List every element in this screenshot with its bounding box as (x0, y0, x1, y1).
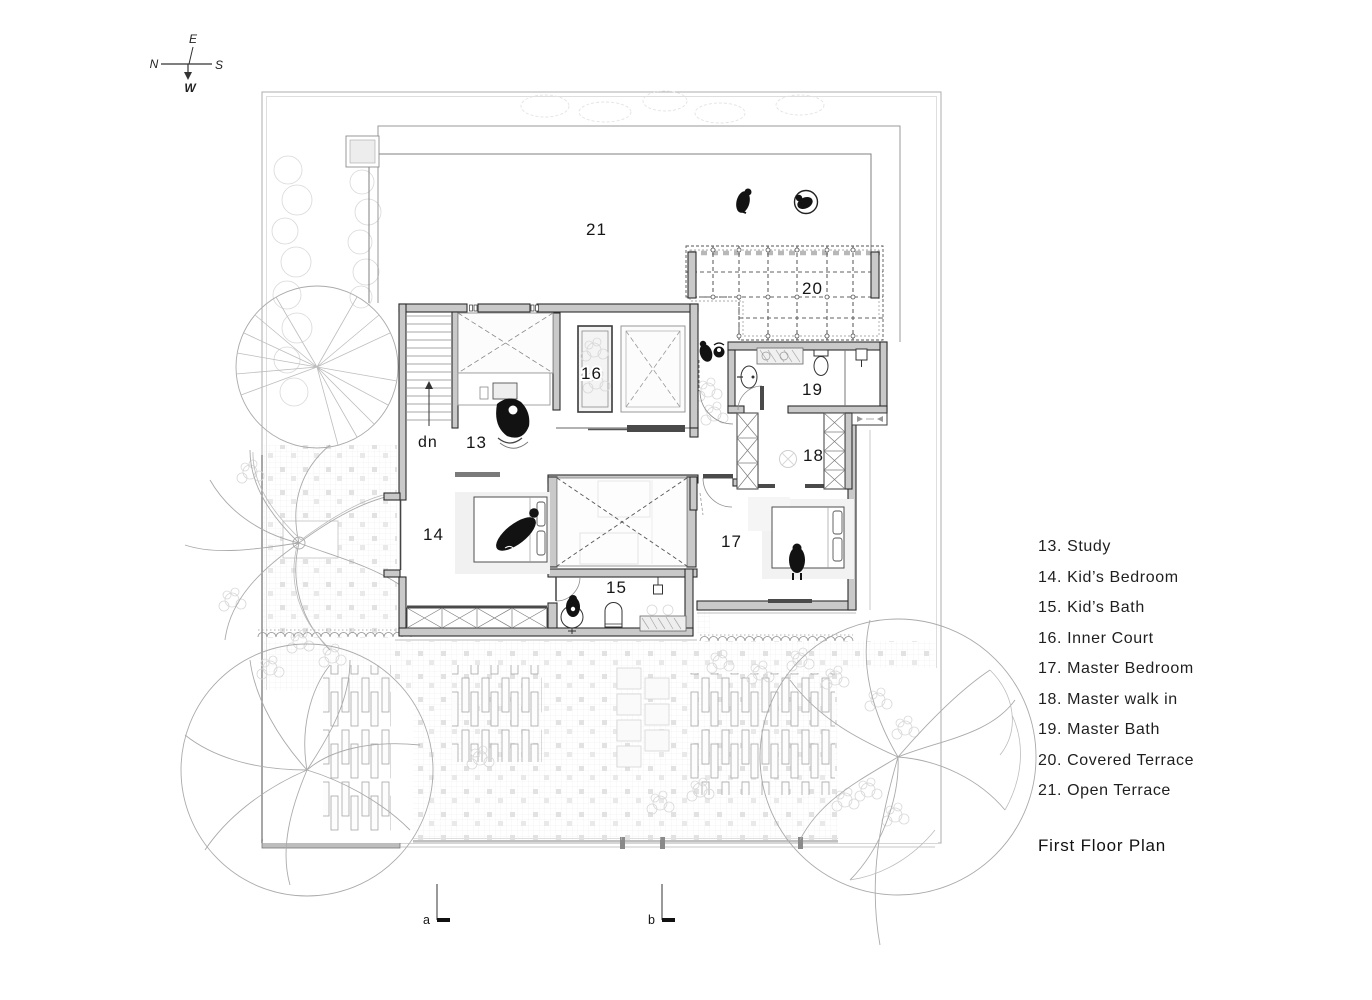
shower-head (855, 348, 868, 361)
tree-big-left (180, 643, 434, 897)
compass-e: E (189, 32, 198, 46)
pergola-post-wall (870, 251, 880, 299)
door-leaf (703, 474, 733, 479)
gate-post (660, 837, 665, 849)
compass: N E S W (150, 32, 223, 95)
deck-platform (282, 520, 339, 559)
legend-item: 19. Master Bath (1038, 721, 1160, 738)
compass-n: N (150, 57, 159, 71)
legend-item: 16. Inner Court (1038, 629, 1154, 647)
section-marker-b: b (648, 913, 655, 927)
master-bath-fixtures (737, 347, 868, 389)
wardrobes (736, 412, 888, 490)
gate-post (620, 837, 625, 849)
compass-w: W (184, 81, 197, 95)
staircase (406, 315, 452, 426)
legend-item: 21. Open Terrace (1038, 782, 1171, 799)
threshold (745, 484, 775, 488)
deck-slats (690, 673, 835, 795)
room-label-13: 13 (466, 433, 487, 452)
ceiling-light (779, 450, 797, 468)
legend-item: 15. Kid’s Bath (1038, 599, 1145, 616)
tree-big-right (759, 618, 1037, 946)
section-marker-a: a (423, 913, 430, 927)
window-sill (768, 599, 812, 603)
tree-fan-left (184, 444, 401, 651)
person-study-chair (496, 398, 530, 449)
legend-item: 18. Master walk in (1038, 690, 1178, 708)
kids-bath-fixtures (560, 577, 687, 634)
room-label-16: 16 (581, 364, 602, 383)
person-kids-bath (566, 595, 580, 617)
person-terrace-lounging (793, 189, 819, 215)
window-bench (406, 605, 548, 629)
hedge (271, 155, 382, 407)
pergola-post-wall (687, 251, 697, 299)
threshold (805, 484, 830, 488)
room-label-18: 18 (803, 446, 824, 465)
toilet-tank (813, 349, 829, 357)
room-label-20: 20 (802, 279, 823, 298)
legend: 13. Study 14. Kid’s Bedroom 15. Kid’s Ba… (1038, 532, 1338, 807)
pillow (832, 537, 843, 562)
room-label-14: 14 (423, 525, 444, 544)
sink (740, 365, 758, 389)
deck-slats (323, 665, 391, 832)
section-markers: a b (423, 884, 675, 927)
room-label-19: 19 (802, 380, 823, 399)
legend-item: 14. Kid’s Bedroom (1038, 568, 1179, 586)
deck-slats (452, 665, 542, 762)
legend-item: 17. Master Bedroom (1038, 660, 1194, 677)
person-terrace-sitting (736, 188, 752, 214)
person-standing-bed (789, 543, 805, 580)
stair-arrow (425, 381, 433, 389)
bed-kids (455, 492, 550, 574)
court-planter (577, 325, 613, 413)
stair-down-label: dn (418, 434, 438, 451)
study-desk (457, 372, 551, 406)
room-label-21: 21 (586, 220, 607, 239)
pillow (536, 530, 546, 556)
people (496, 188, 819, 617)
pillow (832, 510, 843, 535)
pendant-light (653, 584, 663, 595)
tree-spoked (235, 285, 399, 449)
toilet (604, 602, 623, 628)
room-labels: 13 14 15 16 17 18 19 20 21 dn (418, 220, 824, 597)
person-on-bed (496, 508, 539, 551)
compass-arrow (184, 72, 192, 80)
bed-master (748, 497, 854, 579)
legend-item: 20. Covered Terrace (1038, 751, 1195, 769)
toilet (813, 356, 829, 376)
computer (492, 382, 518, 400)
voids (457, 312, 704, 567)
vanity-counter (639, 615, 687, 632)
plan-title: First Floor Plan (1038, 836, 1167, 855)
compass-s: S (215, 58, 223, 72)
legend-item: 13. Study (1038, 538, 1112, 555)
person-court-sitting (699, 340, 725, 362)
faint-foliage (520, 90, 825, 124)
room-label-15: 15 (606, 578, 627, 597)
dresser (455, 472, 500, 477)
doors (555, 360, 764, 602)
sliding-door (627, 425, 685, 432)
door-leaf (760, 386, 764, 410)
roof-outlines (345, 125, 901, 342)
room-label-17: 17 (721, 532, 742, 551)
stepping-stones (616, 667, 670, 768)
pergola (685, 245, 884, 341)
gate-post (798, 837, 803, 849)
